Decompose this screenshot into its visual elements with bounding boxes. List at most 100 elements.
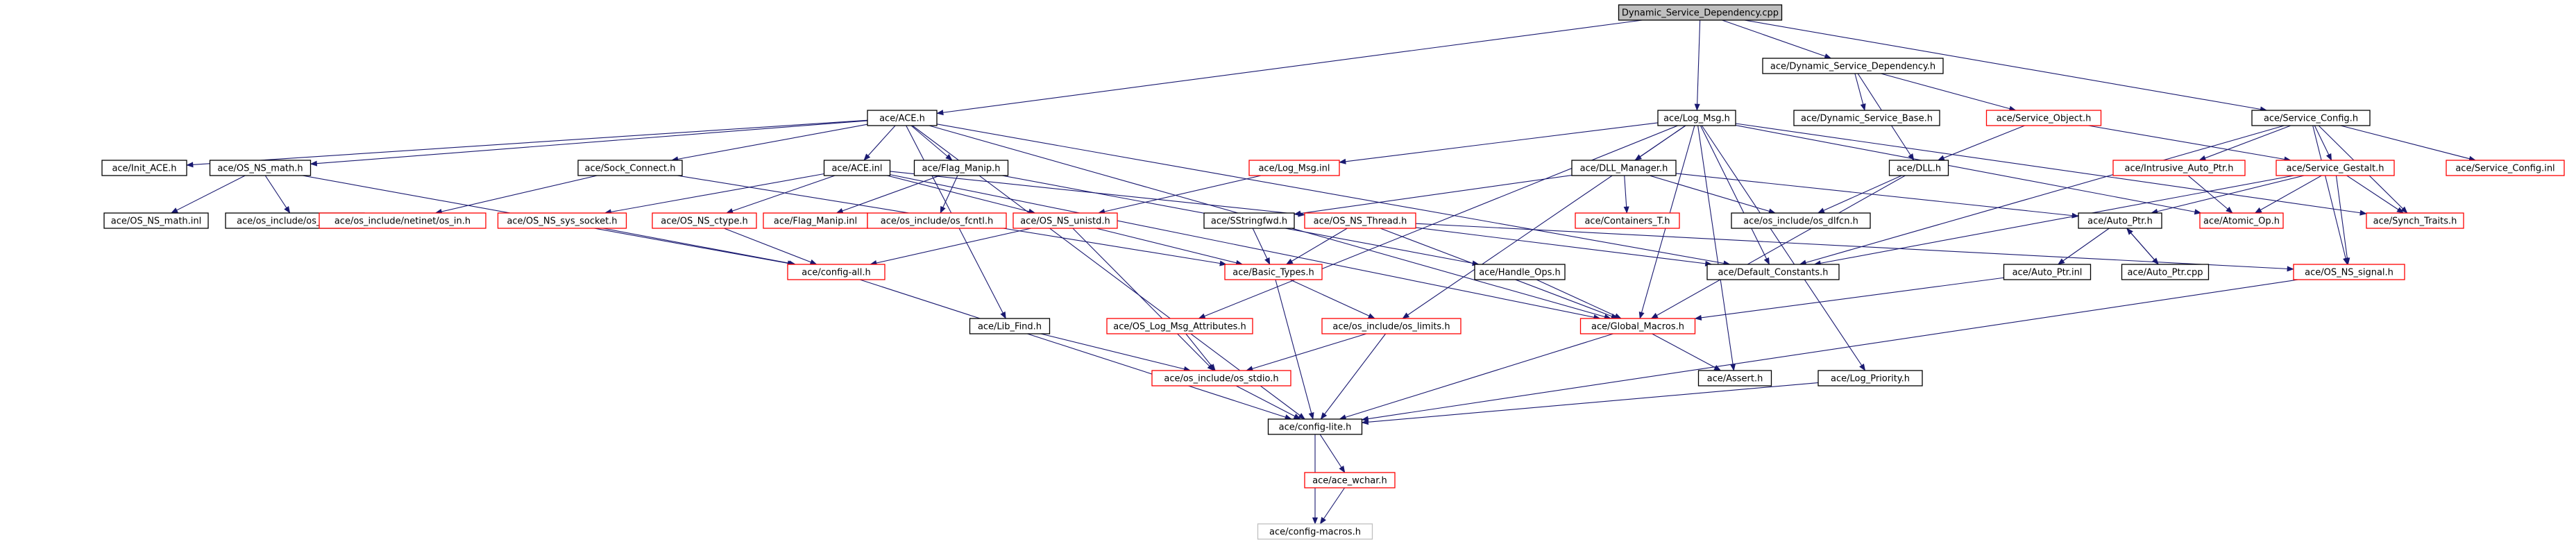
edge-line (1362, 279, 2298, 420)
node-label: ace/Service_Config.h (2264, 114, 2358, 124)
node-box (1267, 418, 1363, 435)
edge-auto_ptr_inl-to-global_macros_h (1694, 277, 2004, 321)
edge-line (1294, 175, 1573, 215)
node-log-priority-h[interactable]: ace/Log_Priority.h (1817, 370, 1923, 386)
edge-line (604, 173, 824, 214)
node-ace-inl[interactable]: ace/ACE.inl (823, 160, 891, 176)
node-config-all-h[interactable]: ace/config-all.h (787, 264, 886, 280)
node-label: ace/os_include/os_fcntl.h (881, 216, 993, 227)
node-config-lite-h[interactable]: ace/config-lite.h (1267, 418, 1363, 435)
node-flag-manip-h[interactable]: ace/Flag_Manip.h (913, 160, 1009, 176)
edge-arrowhead (945, 153, 953, 161)
node-ace-h[interactable]: ace/ACE.h (867, 110, 938, 126)
node-service-config-h[interactable]: ace/Service_Config.h (2251, 110, 2371, 126)
node-auto-ptr-inl[interactable]: ace/Auto_Ptr.inl (2003, 264, 2092, 280)
edge-line (1722, 19, 1831, 59)
node-box (1106, 318, 1253, 334)
edge-arrowhead (1694, 314, 1702, 321)
node-os-ns-sys-socket-h[interactable]: ace/OS_NS_sys_socket.h (497, 212, 627, 229)
edge-sstringfwd_h-to-basic_types_h (1252, 228, 1271, 265)
edge-line (1675, 173, 2079, 217)
edge-arrowhead (863, 153, 871, 161)
node-sstringfwd-h[interactable]: ace/SStringfwd.h (1203, 212, 1295, 229)
node-label: ace/os_include/os_dlfcn.h (1743, 216, 1858, 227)
edge-flag_manip_h-to-os_include_os_fcntl_h (940, 175, 958, 214)
edge-dsd_h-to-dsb_h (1854, 73, 1866, 111)
edge-line (1735, 125, 2201, 214)
node-containers-t-h[interactable]: ace/Containers_T.h (1575, 212, 1680, 229)
edge-log_msg_h-to-log_msg_inl (1339, 122, 1659, 164)
node-ace-wchar-h[interactable]: ace/ace_wchar.h (1304, 472, 1396, 488)
node-lib-find-h[interactable]: ace/Lib_Find.h (969, 318, 1051, 334)
node-intrusive-auto-ptr-h[interactable]: ace/Intrusive_Auto_Ptr.h (2112, 160, 2246, 176)
node-default-constants-h[interactable]: ace/Default_Constants.h (1706, 264, 1840, 280)
edge-line (1072, 228, 1214, 371)
node-log-msg-inl[interactable]: ace/Log_Msg.inl (1248, 160, 1340, 176)
node-box (2121, 264, 2210, 280)
edge-line (1696, 19, 1701, 111)
edge-os_ns_unistd_h-to-os_include_os_stdio_h (1072, 228, 1214, 371)
edge-line (2346, 175, 2404, 214)
edge-os_ns_unistd_h-to-config_all_h (870, 228, 1032, 266)
edge-os_log_msg_attributes_h-to-os_include_os_stdio_h (1185, 333, 1216, 371)
node-os-include-netinet-os-in-h[interactable]: ace/os_include/netinet/os_in.h (319, 212, 486, 229)
node-global-macros-h[interactable]: ace/Global_Macros.h (1579, 318, 1696, 334)
node-dsd-h[interactable]: ace/Dynamic_Service_Dependency.h (1762, 58, 1944, 74)
node-auto-ptr-h[interactable]: ace/Auto_Ptr.h (2078, 212, 2162, 229)
edge-arrowhead (1209, 364, 1216, 371)
edge-line (1814, 175, 2294, 265)
node-os-include-os-limits-h[interactable]: ace/os_include/os_limits.h (1321, 318, 1461, 334)
node-sock-connect-h[interactable]: ace/Sock_Connect.h (577, 160, 683, 176)
node-os-log-msg-attributes-h[interactable]: ace/OS_Log_Msg_Attributes.h (1106, 318, 1253, 334)
node-synch-traits-h[interactable]: ace/Synch_Traits.h (2366, 212, 2464, 229)
node-box (497, 212, 627, 229)
edge-ace_inl-to-os_ns_unistd_h (887, 175, 1036, 214)
node-dll-h[interactable]: ace/DLL.h (1888, 160, 1949, 176)
edge-ace_h-to-flag_manip_h (910, 125, 953, 161)
node-os-ns-math-inl[interactable]: ace/OS_NS_math.inl (103, 212, 209, 229)
node-os-ns-ctype-h[interactable]: ace/OS_NS_ctype.h (652, 212, 757, 229)
node-init-ace-h[interactable]: ace/Init_ACE.h (101, 160, 187, 176)
node-os-ns-unistd-h[interactable]: ace/OS_NS_unistd.h (1012, 212, 1118, 229)
node-os-include-os-stdio-h[interactable]: ace/os_include/os_stdio.h (1151, 370, 1291, 386)
edge-log_priority_h-to-config_lite_h (1361, 382, 1819, 425)
edge-ace_h-to-default_constants_h (936, 124, 1731, 266)
node-label: ace/Basic_Types.h (1232, 268, 1314, 278)
node-handle-ops-h[interactable]: ace/Handle_Ops.h (1474, 264, 1566, 280)
node-label: ace/DLL_Manager.h (1580, 164, 1668, 174)
node-os-include-os-fcntl-h[interactable]: ace/os_include/os_fcntl.h (867, 212, 1007, 229)
node-box (1304, 472, 1396, 488)
edge-root-to-dsd_h (1722, 19, 1832, 59)
edge-line (602, 228, 796, 265)
edge-os_include_os_limits_h-to-os_include_os_stdio_h (1246, 333, 1367, 372)
node-os-ns-thread-h[interactable]: ace/OS_NS_Thread.h (1304, 212, 1416, 229)
edge-line (1881, 73, 2016, 111)
node-assert-h[interactable]: ace/Assert.h (1697, 370, 1772, 386)
edge-service_config_h-to-service_config_inl (2340, 125, 2477, 162)
edge-line (264, 175, 291, 214)
node-flag-manip-inl[interactable]: ace/Flag_Manip.inl (763, 212, 868, 229)
edge-line (1701, 125, 1866, 371)
node-auto-ptr-cpp[interactable]: ace/Auto_Ptr.cpp (2121, 264, 2210, 280)
node-service-config-inl[interactable]: ace/Service_Config.inl (2446, 160, 2565, 176)
edge-arrowhead (1000, 311, 1006, 319)
edge-config_all_h-to-config_lite_h (859, 279, 1292, 420)
node-service-gestalt-h[interactable]: ace/Service_Gestalt.h (2276, 160, 2395, 176)
edge-line (1415, 227, 1712, 265)
node-label: ace/Synch_Traits.h (2373, 216, 2457, 227)
edge-arrowhead (1339, 158, 1346, 164)
node-dsb-h[interactable]: ace/Dynamic_Service_Base.h (1793, 110, 1940, 126)
edge-line (1362, 382, 1819, 423)
edge-arrowhead (1650, 312, 1659, 319)
node-service-object-h[interactable]: ace/Service_Object.h (1985, 110, 2102, 126)
node-os-include-os-dlfcn-h[interactable]: ace/os_include/os_dlfcn.h (1731, 212, 1871, 229)
node-label: ace/Log_Msg.h (1663, 114, 1730, 124)
node-log-msg-h[interactable]: ace/Log_Msg.h (1657, 110, 1736, 126)
node-dll-manager-h[interactable]: ace/DLL_Manager.h (1571, 160, 1677, 176)
edge-line (1098, 175, 1262, 214)
node-basic-types-h[interactable]: ace/Basic_Types.h (1224, 264, 1323, 280)
node-atomic-op-h[interactable]: ace/Atomic_Op.h (2199, 212, 2284, 229)
node-label: ace/OS_NS_math.h (217, 164, 303, 174)
node-os-ns-math-h[interactable]: ace/OS_NS_math.h (209, 160, 312, 176)
node-os-ns-signal-h[interactable]: ace/OS_NS_signal.h (2293, 264, 2405, 280)
